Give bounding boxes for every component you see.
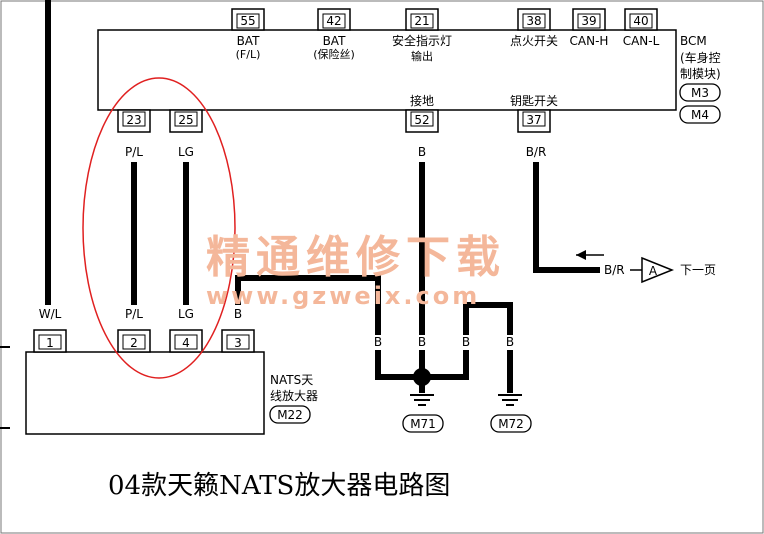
wire-harness: [45, 0, 600, 393]
svg-text:CAN-H: CAN-H: [570, 34, 609, 48]
bcm-pin-37: 37: [517, 109, 551, 133]
bcm-module-box: [97, 29, 677, 111]
svg-text:CAN-L: CAN-L: [623, 34, 660, 48]
connector-a-marker: A: [630, 256, 675, 284]
bcm-desc-line1: (车身控: [680, 50, 721, 65]
diagram-caption: 04款天籁NATS放大器电路图: [108, 471, 450, 501]
svg-text:2: 2: [130, 336, 138, 350]
nats-connector-m22: M22: [269, 405, 311, 424]
svg-text:40: 40: [633, 14, 648, 28]
wire-b-r: [533, 162, 600, 273]
wire-label-p25: LG: [178, 145, 194, 159]
nats-amplifier-box: [25, 351, 265, 435]
svg-text:4: 4: [182, 336, 190, 350]
bcm-pin-42: 42 BAT (保险丝): [313, 8, 355, 61]
svg-text:M71: M71: [410, 417, 436, 431]
svg-text:M72: M72: [498, 417, 524, 431]
highlight-ellipse: [82, 77, 236, 379]
svg-text:38: 38: [526, 14, 541, 28]
splice-point: [413, 368, 431, 386]
wire-b-nats: [235, 275, 381, 335]
next-page-label: 下一页: [680, 263, 716, 277]
bcm-pin-40: 40 CAN-L: [623, 8, 660, 48]
svg-text:(保险丝): (保险丝): [313, 47, 355, 61]
ground-wire-label: B: [462, 335, 470, 349]
bcm-connector-m3: M3: [679, 83, 721, 102]
bcm-connector-m4: M4: [679, 105, 721, 124]
svg-text:M4: M4: [691, 108, 709, 122]
svg-text:42: 42: [326, 14, 341, 28]
nats-wire-label: P/L: [125, 307, 143, 321]
svg-text:55: 55: [240, 14, 255, 28]
bcm-ground-label: 接地: [410, 93, 434, 108]
bcm-top-connectors: 55 BAT (F/L) 42 BAT (保险丝) 21 安全指示灯 输出 38…: [231, 8, 660, 63]
svg-text:52: 52: [414, 113, 429, 127]
bcm-pin-21: 21 安全指示灯 输出: [392, 8, 452, 63]
wire-label-p23: P/L: [125, 145, 143, 159]
nats-name-line1: NATS天: [270, 373, 313, 387]
nats-pin-2: 2: [117, 329, 151, 353]
bcm-pin-52: 52: [405, 109, 439, 133]
ground-symbol-m71: M71: [402, 394, 444, 433]
wire-label-to-a: B/R: [604, 263, 625, 277]
bcm-pin-55: 55 BAT (F/L): [231, 8, 265, 61]
bcm-desc-line2: 制模块): [680, 67, 721, 81]
bcm-key-switch-label: 钥匙开关: [510, 94, 558, 108]
svg-text:21: 21: [414, 14, 429, 28]
svg-text:39: 39: [581, 14, 596, 28]
bcm-pin-23: 23: [117, 109, 151, 133]
nats-pin-3: 3: [221, 329, 255, 353]
svg-text:25: 25: [178, 113, 193, 127]
wire-label-p52: B: [418, 145, 426, 159]
ground-wire-label: B: [418, 335, 426, 349]
ground-symbol-m72: M72: [490, 394, 532, 433]
nats-connectors: 1 2 4 3: [33, 329, 255, 353]
to-next-page-arrow: [576, 250, 604, 260]
nats-wire-label: W/L: [39, 307, 62, 321]
svg-text:点火开关: 点火开关: [510, 34, 558, 48]
nats-name-line2: 线放大器: [270, 388, 318, 403]
svg-text:(F/L): (F/L): [236, 48, 261, 61]
svg-text:M22: M22: [277, 408, 303, 422]
bcm-pin-39: 39 CAN-H: [570, 8, 609, 48]
svg-text:23: 23: [126, 113, 141, 127]
nats-wire-label: B: [234, 307, 242, 321]
wire-label-p37: B/R: [526, 145, 547, 159]
svg-text:输出: 输出: [411, 49, 433, 63]
wire-b-loop: [463, 302, 513, 335]
svg-text:安全指示灯: 安全指示灯: [392, 33, 452, 48]
svg-text:3: 3: [234, 336, 242, 350]
ground-wire-label: B: [506, 335, 514, 349]
nats-pin-4: 4: [169, 329, 203, 353]
svg-text:BAT: BAT: [323, 34, 347, 48]
bcm-pin-25: 25: [169, 109, 203, 133]
svg-text:M3: M3: [691, 86, 709, 100]
ground-wire-label: B: [374, 335, 382, 349]
nats-wire-label: LG: [178, 307, 194, 321]
svg-text:A: A: [649, 264, 658, 278]
watermark-text: 精通维修下载: [206, 232, 506, 283]
svg-text:BAT: BAT: [237, 34, 261, 48]
bcm-bottom-connectors: 23 25 52 37: [117, 109, 551, 133]
watermark-url: www.gzweix.com: [206, 282, 480, 310]
svg-text:1: 1: [46, 336, 54, 350]
bcm-pin-38: 38 点火开关: [510, 8, 558, 48]
nats-pin-1: 1: [33, 329, 67, 353]
bcm-name: BCM: [680, 34, 707, 48]
svg-text:37: 37: [526, 113, 541, 127]
